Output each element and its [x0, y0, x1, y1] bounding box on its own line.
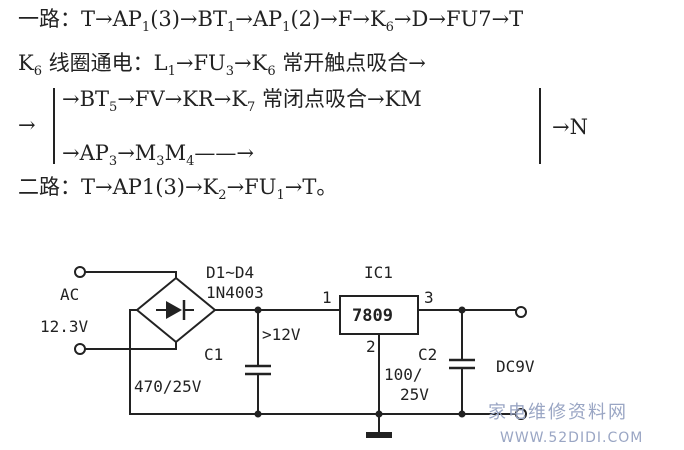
- watermark-url: WWW.52DIDI.COM: [500, 430, 643, 446]
- ground-wire: [129, 309, 516, 415]
- label-bridge-name: D1~D4: [206, 263, 254, 282]
- capacitor-c1: [245, 310, 271, 414]
- ac-wire-bottom: [85, 342, 177, 350]
- label-pin-1: 1: [322, 288, 332, 307]
- ac-wire-top: [85, 271, 177, 278]
- ac-terminal-top[interactable]: [74, 266, 86, 278]
- capacitor-c2: [449, 310, 475, 414]
- branch-entry-arrow: →: [18, 113, 36, 137]
- label-pin-3: 3: [424, 288, 434, 307]
- diode-symbol: [166, 301, 182, 319]
- label-ac: AC: [60, 285, 79, 304]
- text-branch-1: →BT5→FV→KR→K7 常闭点吸合→KM: [62, 87, 422, 115]
- junction-dot: [254, 306, 262, 314]
- label-dc-out: DC9V: [496, 357, 535, 376]
- junction-dot: [254, 410, 262, 418]
- label-bridge-part: 1N4003: [206, 283, 264, 302]
- label-c2-value-1: 100/: [384, 365, 423, 384]
- label-pin-2: 2: [366, 337, 376, 356]
- watermark-cn: 家电维修资料网: [488, 402, 628, 423]
- text-branch-2: →AP3→M3M4——→: [62, 141, 254, 169]
- dc-out-terminal-bottom[interactable]: [515, 408, 527, 420]
- label-ic-part: 7809: [352, 306, 393, 326]
- label-c1-value: 470/25V: [134, 377, 202, 396]
- label-c1-name: C1: [204, 345, 223, 364]
- junction-dot: [458, 306, 466, 314]
- ground-icon: [366, 414, 392, 438]
- text-line-2: K6 线圈通电：L1→FU3→K6 常开触点吸合→: [18, 51, 426, 79]
- dc-out-terminal-top[interactable]: [515, 306, 527, 318]
- label-voltage-in: >12V: [262, 325, 301, 344]
- label-ic-name: IC1: [364, 263, 393, 282]
- text-line-5: 二路：T→AP1(3)→K2→FU1→T。: [18, 175, 338, 203]
- text-line-1: 一路：T→AP1(3)→BT1→AP1(2)→F→K6→D→FU7→T: [18, 7, 524, 35]
- junction-dot: [458, 410, 466, 418]
- label-ac-voltage: 12.3V: [40, 317, 89, 336]
- label-c2-value-2: 25V: [400, 385, 429, 404]
- branch-exit-arrow: →N: [552, 115, 588, 139]
- label-c2-name: C2: [418, 345, 437, 364]
- ac-terminal-bottom[interactable]: [74, 343, 86, 355]
- regulator-ic1: [339, 295, 419, 335]
- bridge-rectifier: [135, 276, 217, 344]
